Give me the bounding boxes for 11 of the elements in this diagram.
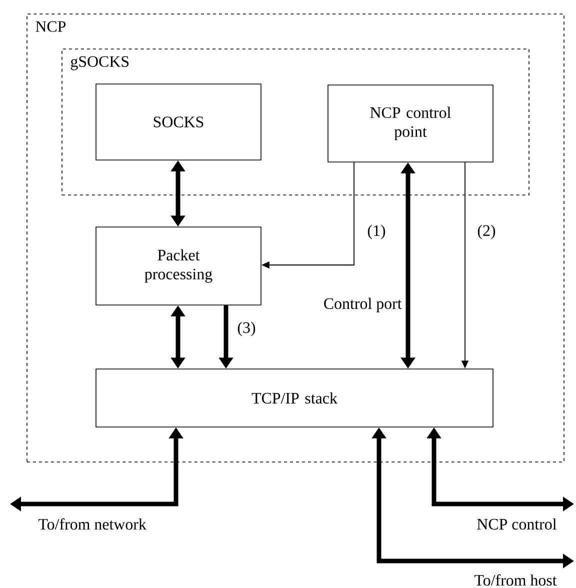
edge-label: To/from network xyxy=(37,517,148,531)
process-box: Packet processing xyxy=(96,226,262,306)
edge-label: (2) xyxy=(476,224,497,240)
edge-label: NCP control xyxy=(476,517,558,531)
process-box: NCP control point xyxy=(328,84,494,162)
process-box: SOCKS xyxy=(96,84,262,160)
process-box: TCP/IP stack xyxy=(96,368,494,428)
edge-label: (3) xyxy=(236,320,257,338)
edge-label: Control port xyxy=(322,296,403,314)
edge-label: To/from host xyxy=(473,573,558,587)
edge-label: (1) xyxy=(366,224,387,240)
